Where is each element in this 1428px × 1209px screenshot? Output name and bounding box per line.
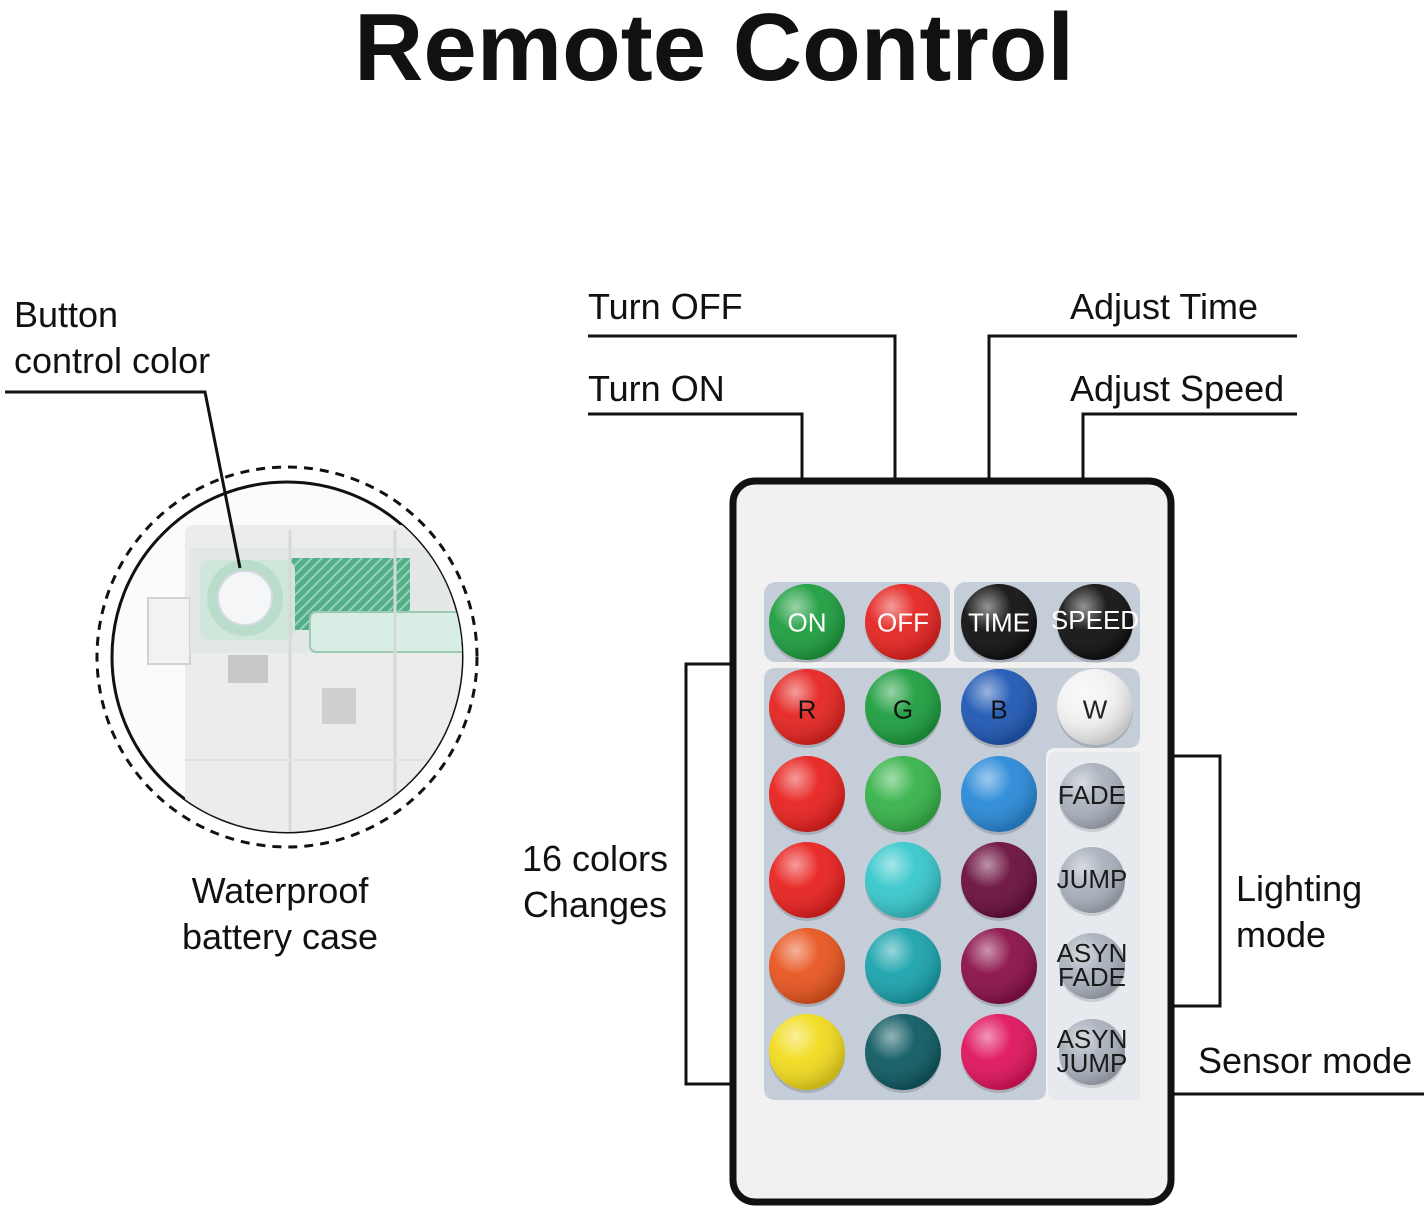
mode-button-jump[interactable]: JUMP xyxy=(1057,847,1128,916)
color-swatch-button[interactable] xyxy=(961,928,1037,1007)
mode-button-fade[interactable]: FADE xyxy=(1058,763,1126,832)
turn-on-label: Turn ON xyxy=(588,368,725,409)
color-button-g[interactable]: G xyxy=(865,669,941,748)
top-button-on[interactable]: ON xyxy=(769,584,845,663)
mode-panel xyxy=(1048,752,1140,1100)
color-swatch-button[interactable] xyxy=(769,842,845,921)
button-control-label: Button control color xyxy=(14,294,211,381)
button-leader-line xyxy=(5,390,242,569)
color-swatch-button[interactable] xyxy=(865,1014,941,1093)
battery-case-illustration xyxy=(95,465,479,849)
top-button-time-label: TIME xyxy=(968,607,1030,637)
color-swatch-button[interactable] xyxy=(961,756,1037,835)
mode-button-label: ASYN xyxy=(1057,1024,1128,1054)
color-swatch-button[interactable] xyxy=(769,756,845,835)
top-button-off[interactable]: OFF xyxy=(865,584,941,663)
adjust-time-leader-line xyxy=(987,334,1297,480)
color-button-g-label: G xyxy=(893,695,913,725)
color-panel xyxy=(764,668,1140,1100)
top-button-speed-label: SPEED xyxy=(1051,605,1139,635)
color-button-r-label: R xyxy=(798,695,817,725)
top-button-on-label: ON xyxy=(788,607,827,637)
adjust-speed-label: Adjust Speed xyxy=(1070,368,1285,409)
color-swatch-button[interactable] xyxy=(865,756,941,835)
battery-case-caption: Waterproof battery case xyxy=(181,870,379,957)
color-swatch-button[interactable] xyxy=(961,1014,1037,1093)
top-button-off-label: OFF xyxy=(877,607,929,637)
color-swatch-button[interactable] xyxy=(769,1014,845,1093)
top-button-time[interactable]: TIME xyxy=(961,584,1037,663)
colors-changes-label: 16 colors Changes xyxy=(521,838,669,925)
color-button-b-label: B xyxy=(990,695,1007,725)
color-swatch-button[interactable] xyxy=(865,928,941,1007)
adjust-speed-leader-line xyxy=(1081,412,1297,480)
color-button-w[interactable]: W xyxy=(1057,669,1133,748)
color-swatch-button[interactable] xyxy=(865,842,941,921)
color-swatch-button[interactable] xyxy=(769,928,845,1007)
color-swatch-button[interactable] xyxy=(961,842,1037,921)
turn-off-leader-line xyxy=(588,334,897,480)
top-button-speed[interactable]: SPEED xyxy=(1051,584,1139,663)
color-button-w-label: W xyxy=(1083,695,1108,725)
color-button-r[interactable]: R xyxy=(769,669,845,748)
color-button-b[interactable]: B xyxy=(961,669,1037,748)
sensor-mode-label: Sensor mode xyxy=(1198,1040,1413,1081)
adjust-time-label: Adjust Time xyxy=(1070,286,1259,327)
mode-button-label: FADE xyxy=(1058,780,1126,810)
page-title: Remote Control xyxy=(354,0,1074,101)
turn-off-label: Turn OFF xyxy=(588,286,743,327)
mode-button-label: FADE xyxy=(1058,962,1126,992)
mode-button-label: JUMP xyxy=(1057,1048,1128,1078)
lighting-mode-label: Lighting mode xyxy=(1236,868,1363,955)
mode-button-label: JUMP xyxy=(1057,864,1128,894)
turn-on-leader-line xyxy=(588,412,804,480)
mode-button-label: ASYN xyxy=(1057,938,1128,968)
